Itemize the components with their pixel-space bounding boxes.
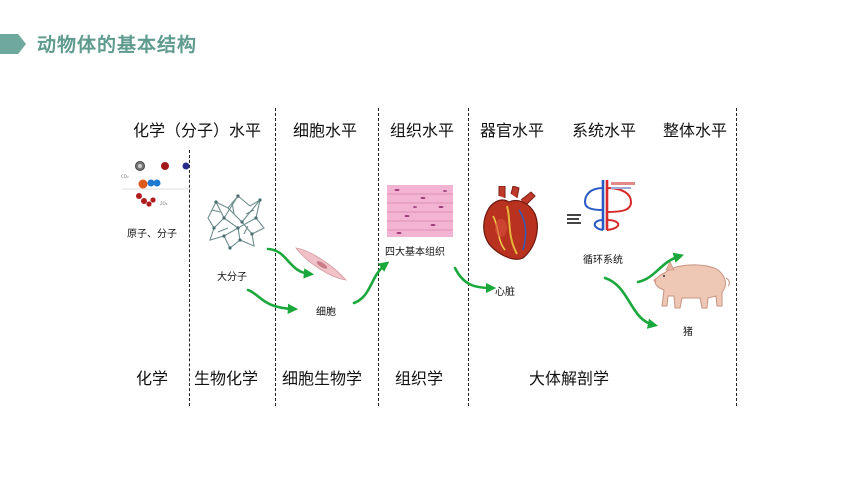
field-cell-biology: 细胞生物学 xyxy=(282,369,363,388)
divider-5 xyxy=(736,108,737,406)
field-chemistry: 化学 xyxy=(136,369,169,388)
level-system: 系统水平 xyxy=(572,121,637,140)
caption-cell: 细胞 xyxy=(316,307,336,318)
divider-3 xyxy=(378,108,379,406)
arrow-system-to-pig-upper xyxy=(636,252,684,284)
macromolecule-icon xyxy=(207,194,265,250)
divider-4 xyxy=(468,108,469,406)
svg-text:CO₂: CO₂ xyxy=(121,174,129,179)
caption-heart: 心脏 xyxy=(495,287,515,298)
level-cell: 细胞水平 xyxy=(293,121,358,140)
caption-circulatory-system: 循环系统 xyxy=(583,255,623,266)
caption-atoms-molecules: 原子、分子 xyxy=(127,229,177,240)
divider-2 xyxy=(275,108,276,406)
pig-icon xyxy=(653,261,730,309)
arrow-cell-to-tissue xyxy=(352,261,390,305)
caption-macromolecule: 大分子 xyxy=(217,272,247,283)
level-tissue: 组织水平 xyxy=(390,121,455,140)
arrow-system-to-pig-lower xyxy=(603,276,659,329)
arrow-chem-to-cell xyxy=(246,288,299,314)
atom-molecule-icon: CO₂ 2O₂ xyxy=(121,161,192,207)
cell-icon xyxy=(295,247,347,281)
field-gross-anatomy: 大体解剖学 xyxy=(529,369,610,388)
heart-icon xyxy=(483,186,538,260)
caption-tissues: 四大基本组织 xyxy=(385,247,445,258)
title-marker xyxy=(0,34,26,54)
slide-title: 动物体的基本结构 xyxy=(37,34,198,56)
field-biochemistry: 生物化学 xyxy=(194,369,259,388)
tissue-icon xyxy=(387,185,453,237)
field-histology: 组织学 xyxy=(395,369,444,388)
arrow-tissue-to-heart xyxy=(453,266,497,294)
level-chemical: 化学（分子）水平 xyxy=(133,121,262,140)
arrow-macro-to-cell xyxy=(266,247,315,279)
level-organ: 器官水平 xyxy=(480,121,545,140)
circulatory-system-icon xyxy=(565,176,641,236)
level-organism: 整体水平 xyxy=(663,121,728,140)
svg-text:2O₂: 2O₂ xyxy=(160,201,168,206)
divider-1 xyxy=(189,150,190,406)
caption-pig: 猪 xyxy=(683,327,693,338)
